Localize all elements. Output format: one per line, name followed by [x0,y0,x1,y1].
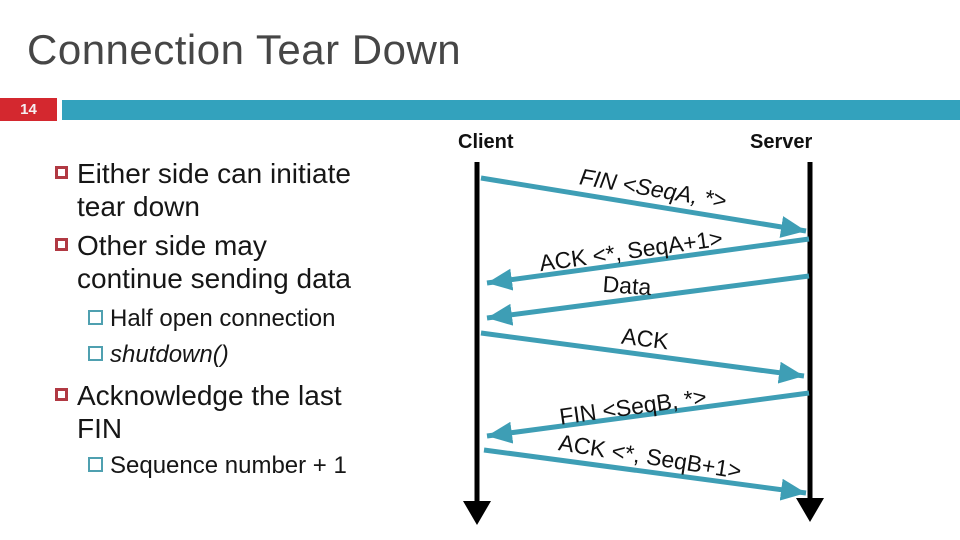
bullet-text: Either side can initiate tear down [77,158,351,222]
bullet-square-icon [55,238,68,251]
bullet-text: Other side may continue sending data [77,230,351,294]
bullet-item-initiate: Either side can initiate tear down [55,157,485,223]
bullet-text: Sequence number + 1 [110,452,347,479]
message-label-data: Data [601,270,653,301]
bullet-item-continue: Other side may continue sending data [55,229,485,295]
arrow-ack-seqa1 [486,236,810,291]
page-number-badge: 14 [0,98,57,121]
bullet-square-icon [88,457,103,472]
bullet-item-sequence-number: Sequence number + 1 [88,451,485,481]
bullet-text: Half open connection [110,305,336,332]
server-label: Server [750,131,813,153]
message-label-ack: ACK [620,322,671,355]
bullet-item-acknowledge: Acknowledge the last FIN [55,379,485,445]
client-label: Client [458,131,514,153]
arrow-data [486,273,810,326]
bullet-item-shutdown: shutdown() [88,340,485,370]
arrow-fin-seqa [480,175,807,238]
bullet-item-half-open: Half open connection [88,304,485,334]
slide-title: Connection Tear Down [27,26,462,73]
bullet-square-icon [55,388,68,401]
bullet-square-icon [55,166,68,179]
arrow-ack-seqb1 [483,447,807,501]
bullet-square-icon [88,310,103,325]
client-lifeline-arrowhead-icon [463,501,491,525]
bullet-text: shutdown() [110,341,229,368]
bullet-square-icon [88,346,103,361]
bullet-text: Acknowledge the last FIN [77,380,342,444]
bullet-list: Either side can initiate tear down Other… [55,157,485,481]
arrow-fin-seqb [486,390,810,444]
title-underline-bar [62,100,960,120]
arrow-ack [480,330,805,384]
server-lifeline-arrowhead-icon [796,498,824,522]
